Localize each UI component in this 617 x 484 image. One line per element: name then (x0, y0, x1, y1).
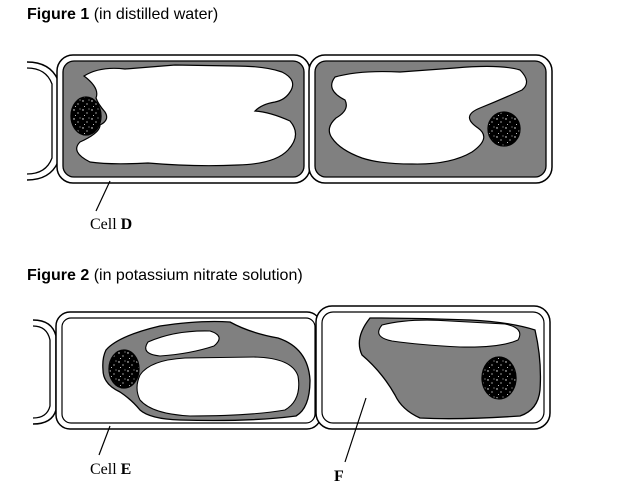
cell-e-nucleus (108, 349, 140, 389)
figure-2-diagram: Cell E F (32, 305, 551, 484)
space-f-pointer-line (344, 397, 367, 463)
figure-1-adjacent-cell (308, 54, 553, 184)
figure-1-neighbour-cell-membrane (26, 67, 53, 175)
figure-2-adjacent-cell-vacuole (378, 319, 521, 348)
cell-d-nucleus (70, 96, 102, 136)
figure-1-adjacent-cell-vacuole (328, 65, 528, 165)
cell-d (56, 54, 311, 184)
figure-1-title: Figure 1 (in distilled water) (27, 6, 218, 24)
cell-e (55, 311, 322, 430)
figure-2-neighbour-cell-membrane (32, 325, 51, 419)
cell-e-pointer-line (98, 425, 111, 456)
cell-e-vacuole-small (145, 330, 220, 357)
figure-2-adjacent-cell (315, 305, 551, 430)
cell-d-label: Cell D (90, 216, 132, 233)
figure-2-condition: (in potassium nitrate solution) (93, 267, 303, 284)
figure-2-title: Figure 2 (in potassium nitrate solution) (27, 267, 303, 285)
figure-1-condition: (in distilled water) (93, 6, 219, 23)
figure-1-adjacent-cell-nucleus (487, 111, 521, 147)
figure-1-neighbour-cell-wall (26, 61, 59, 181)
figure-1-number: Figure 1 (27, 6, 90, 23)
figure-2-neighbour-cell-wall (32, 319, 57, 425)
cell-e-label: Cell E (90, 461, 131, 478)
figure-1-diagram: Cell D (26, 54, 553, 233)
figure-2-adjacent-cell-nucleus (481, 356, 517, 400)
space-f-label: F (334, 468, 344, 484)
cell-e-vacuole-large (136, 356, 300, 417)
figure-2-number: Figure 2 (27, 267, 90, 284)
cell-d-vacuole (76, 64, 297, 167)
cell-d-pointer-line (95, 180, 111, 212)
